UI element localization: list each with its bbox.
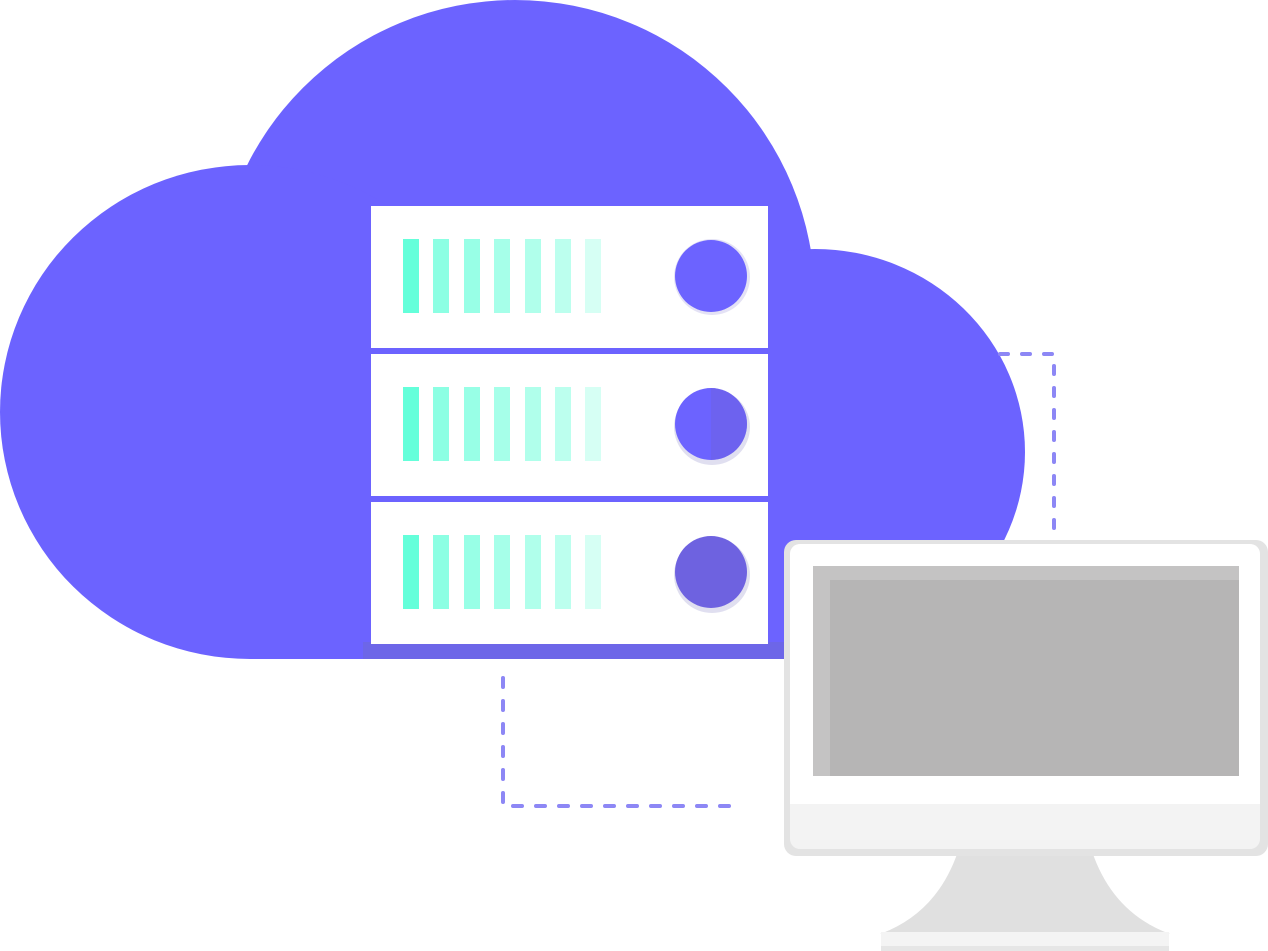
server-rack-icon bbox=[371, 206, 768, 644]
connection-line-icon bbox=[501, 676, 737, 808]
server-unit bbox=[371, 354, 768, 496]
server-unit bbox=[371, 502, 768, 644]
monitor-base bbox=[881, 932, 1169, 948]
server-unit bbox=[371, 206, 768, 348]
power-button-icon bbox=[675, 536, 747, 608]
connection-line-icon bbox=[998, 352, 1056, 534]
power-button-icon bbox=[675, 240, 747, 312]
monitor-icon bbox=[784, 540, 1268, 951]
monitor-stand bbox=[880, 845, 1170, 934]
